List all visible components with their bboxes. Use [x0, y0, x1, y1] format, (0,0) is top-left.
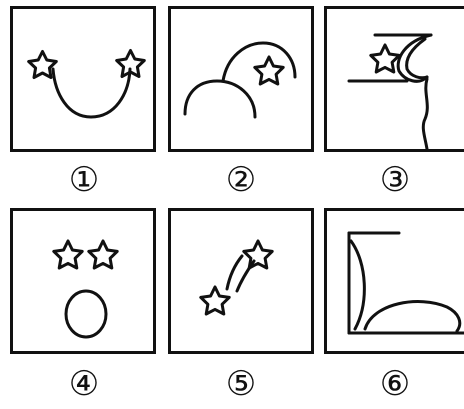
figure-label-2: ② — [221, 160, 261, 200]
figure-3-drawing — [327, 9, 464, 149]
figure-label-4: ④ — [64, 364, 104, 404]
dome-shape — [365, 302, 460, 331]
star-shape — [255, 57, 283, 84]
figure-panel-3 — [324, 6, 464, 152]
star-shape-lower — [201, 287, 229, 314]
star-shape-left — [54, 241, 82, 268]
figure-panel-1 — [10, 6, 156, 152]
figure-4-drawing — [13, 211, 153, 351]
figure-label-6: ⑥ — [375, 364, 415, 404]
figure-panel-4 — [10, 208, 156, 354]
figure-label-1: ① — [64, 160, 104, 200]
crescent-outer — [398, 35, 431, 81]
oval-shape — [66, 291, 106, 337]
figure-panel-6 — [324, 208, 464, 354]
figure-panel-2 — [168, 6, 314, 152]
semicircle-right — [223, 43, 295, 81]
star-shape-upper — [244, 241, 272, 268]
figure-panel-5 — [168, 208, 314, 354]
star-shape-right — [117, 51, 145, 77]
figure-2-drawing — [171, 9, 311, 149]
crescent-left — [351, 241, 364, 329]
figure-5-drawing — [171, 211, 311, 351]
figure-label-3: ③ — [375, 160, 415, 200]
figure-1-drawing — [13, 9, 153, 149]
figure-label-5: ⑤ — [221, 364, 261, 404]
semicircle-left — [185, 81, 255, 117]
arc-shape — [53, 69, 130, 117]
right-curve — [423, 79, 427, 149]
figure-6-drawing — [327, 211, 464, 351]
star-shape-right — [89, 241, 117, 268]
star-shape — [371, 45, 399, 72]
